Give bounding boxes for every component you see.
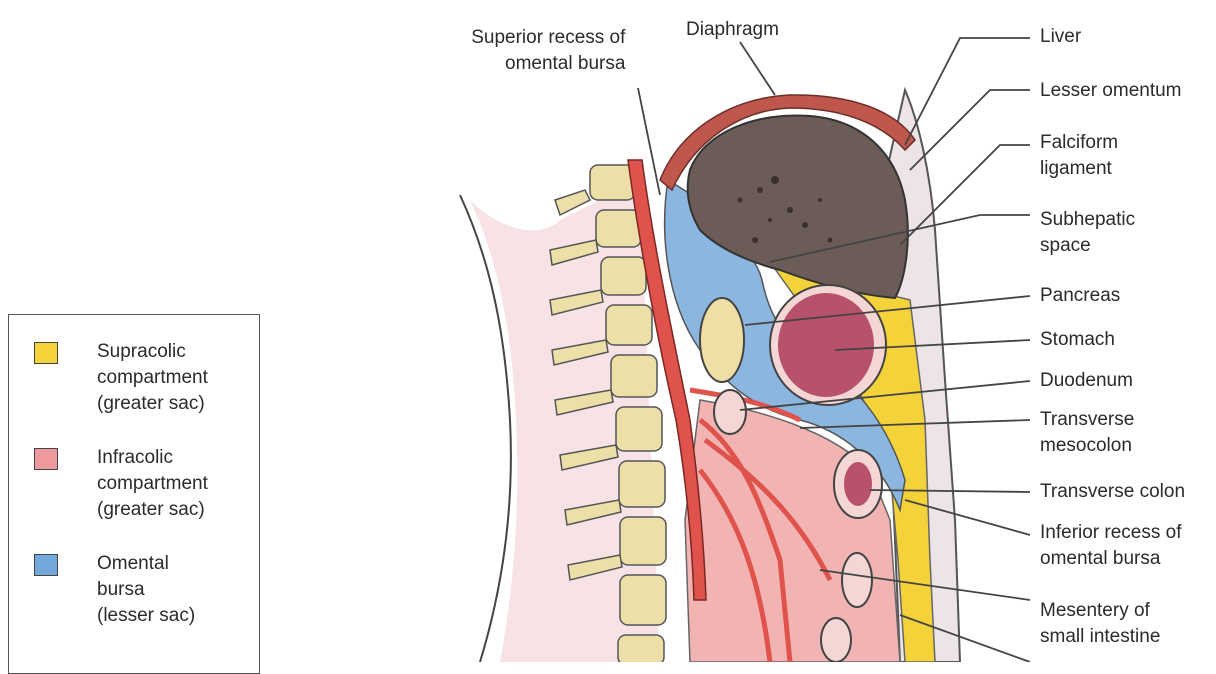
small-intestine-loop-1 bbox=[842, 553, 872, 607]
legend-supracolic-line1: Supracolic bbox=[97, 339, 208, 365]
legend-item-supracolic: Supracolic compartment (greater sac) bbox=[97, 339, 208, 417]
label-falciform: Falciform ligament bbox=[1040, 130, 1118, 182]
legend-infracolic-line3: (greater sac) bbox=[97, 497, 208, 523]
duodenum-shape bbox=[714, 390, 746, 434]
legend-item-omental: Omental bursa (lesser sac) bbox=[97, 551, 195, 629]
legend-box: Supracolic compartment (greater sac) Inf… bbox=[8, 314, 260, 674]
label-transverse-mesocolon: Transverse mesocolon bbox=[1040, 407, 1134, 459]
label-transverse-mesocolon-line2: mesocolon bbox=[1040, 433, 1134, 459]
label-transverse-colon: Transverse colon bbox=[1040, 479, 1185, 505]
label-liver: Liver bbox=[1040, 24, 1081, 50]
legend-supracolic-line2: compartment bbox=[97, 365, 208, 391]
legend-infracolic-line1: Infracolic bbox=[97, 445, 208, 471]
legend-swatch-omental bbox=[34, 554, 58, 576]
legend-swatch-supracolic bbox=[34, 342, 58, 364]
label-superior-recess-line1: Superior recess of bbox=[460, 25, 625, 51]
stomach-mucosa bbox=[778, 293, 874, 397]
label-duodenum: Duodenum bbox=[1040, 368, 1133, 394]
label-inferior-recess-line1: Inferior recess of bbox=[1040, 520, 1182, 546]
label-subhepatic: Subhepatic space bbox=[1040, 207, 1135, 259]
legend-infracolic-line2: compartment bbox=[97, 471, 208, 497]
transverse-colon-lumen bbox=[844, 462, 872, 506]
label-subhepatic-line2: space bbox=[1040, 233, 1135, 259]
legend-supracolic-line3: (greater sac) bbox=[97, 391, 208, 417]
pancreas-shape bbox=[700, 298, 744, 382]
label-subhepatic-line1: Subhepatic bbox=[1040, 207, 1135, 233]
label-superior-recess-line2: omental bursa bbox=[460, 51, 625, 77]
legend-item-infracolic: Infracolic compartment (greater sac) bbox=[97, 445, 208, 523]
legend-swatch-infracolic bbox=[34, 448, 58, 470]
small-intestine-loop-2 bbox=[821, 618, 851, 662]
label-mesentery-line2: small intestine bbox=[1040, 624, 1160, 650]
label-mesentery: Mesentery of small intestine bbox=[1040, 598, 1160, 650]
label-inferior-recess-line2: omental bursa bbox=[1040, 546, 1182, 572]
label-transverse-mesocolon-line1: Transverse bbox=[1040, 407, 1134, 433]
label-falciform-line1: Falciform bbox=[1040, 130, 1118, 156]
label-inferior-recess: Inferior recess of omental bursa bbox=[1040, 520, 1182, 572]
legend-omental-line1: Omental bbox=[97, 551, 195, 577]
label-stomach: Stomach bbox=[1040, 327, 1115, 353]
label-superior-recess: Superior recess of omental bursa bbox=[460, 25, 625, 77]
legend-omental-line2: bursa bbox=[97, 577, 195, 603]
label-mesentery-line1: Mesentery of bbox=[1040, 598, 1160, 624]
label-diaphragm: Diaphragm bbox=[686, 17, 779, 43]
legend-omental-line3: (lesser sac) bbox=[97, 603, 195, 629]
label-falciform-line2: ligament bbox=[1040, 156, 1118, 182]
label-lesser-omentum: Lesser omentum bbox=[1040, 78, 1182, 104]
label-pancreas: Pancreas bbox=[1040, 283, 1120, 309]
